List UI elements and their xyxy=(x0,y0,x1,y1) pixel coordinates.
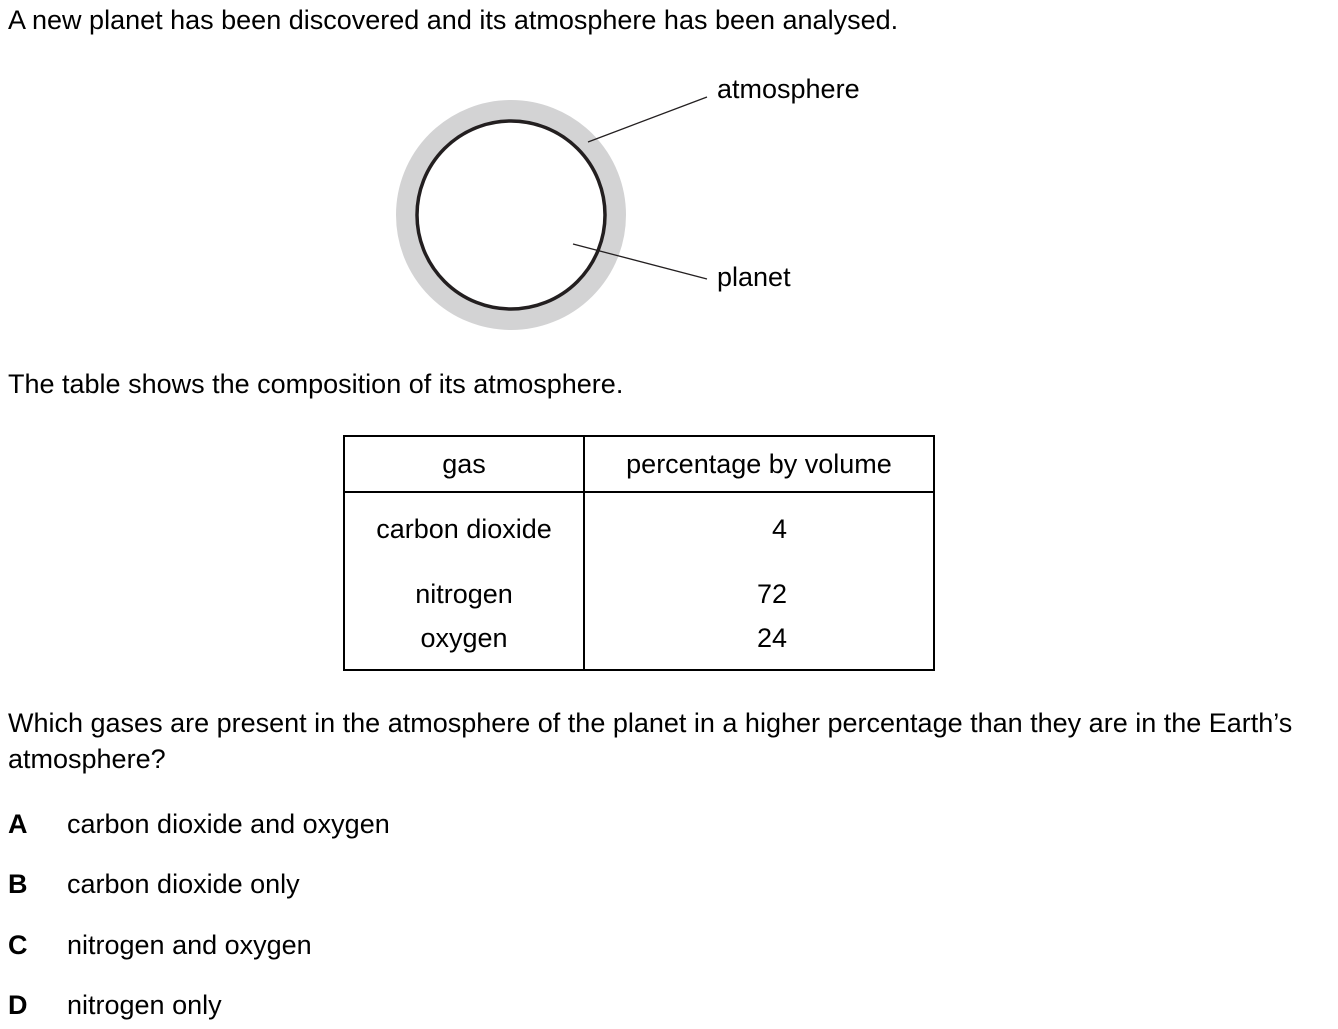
intro-text: A new planet has been discovered and its… xyxy=(8,5,899,35)
percentage-cell: 24 xyxy=(756,623,787,653)
option-letter: D xyxy=(8,990,28,1020)
table-row: nitrogen 72 xyxy=(343,565,935,623)
option-letter: C xyxy=(8,930,28,960)
gas-cell: nitrogen xyxy=(343,565,585,623)
option-text: carbon dioxide only xyxy=(67,869,300,899)
option-letter: A xyxy=(8,809,28,839)
atmosphere-label: atmosphere xyxy=(717,74,860,104)
percentage-cell: 72 xyxy=(756,578,787,609)
option-text: nitrogen and oxygen xyxy=(67,930,312,960)
atmosphere-leader-line xyxy=(587,96,708,143)
gas-cell: carbon dioxide xyxy=(343,492,585,565)
percentage-cell: 4 xyxy=(771,513,787,544)
composition-table: gas percentage by volume carbon dioxide … xyxy=(343,435,935,671)
planet-leader-line xyxy=(572,243,708,280)
table-row: carbon dioxide 4 xyxy=(343,492,935,565)
planet-diagram xyxy=(396,96,708,330)
header-percentage: percentage by volume xyxy=(583,435,935,493)
table-row: oxygen 24 xyxy=(343,623,935,671)
header-gas: gas xyxy=(343,435,585,493)
planet-label: planet xyxy=(717,262,791,292)
option-text: carbon dioxide and oxygen xyxy=(67,809,390,839)
atmosphere-layer xyxy=(396,100,626,330)
option-text: nitrogen only xyxy=(67,990,222,1020)
option-letter: B xyxy=(8,869,28,899)
table-intro-text: The table shows the composition of its a… xyxy=(8,369,624,399)
gas-cell: oxygen xyxy=(343,623,585,671)
table-header-row: gas percentage by volume xyxy=(343,435,935,493)
planet-body xyxy=(415,119,607,311)
question-text: Which gases are present in the atmospher… xyxy=(8,708,1293,774)
